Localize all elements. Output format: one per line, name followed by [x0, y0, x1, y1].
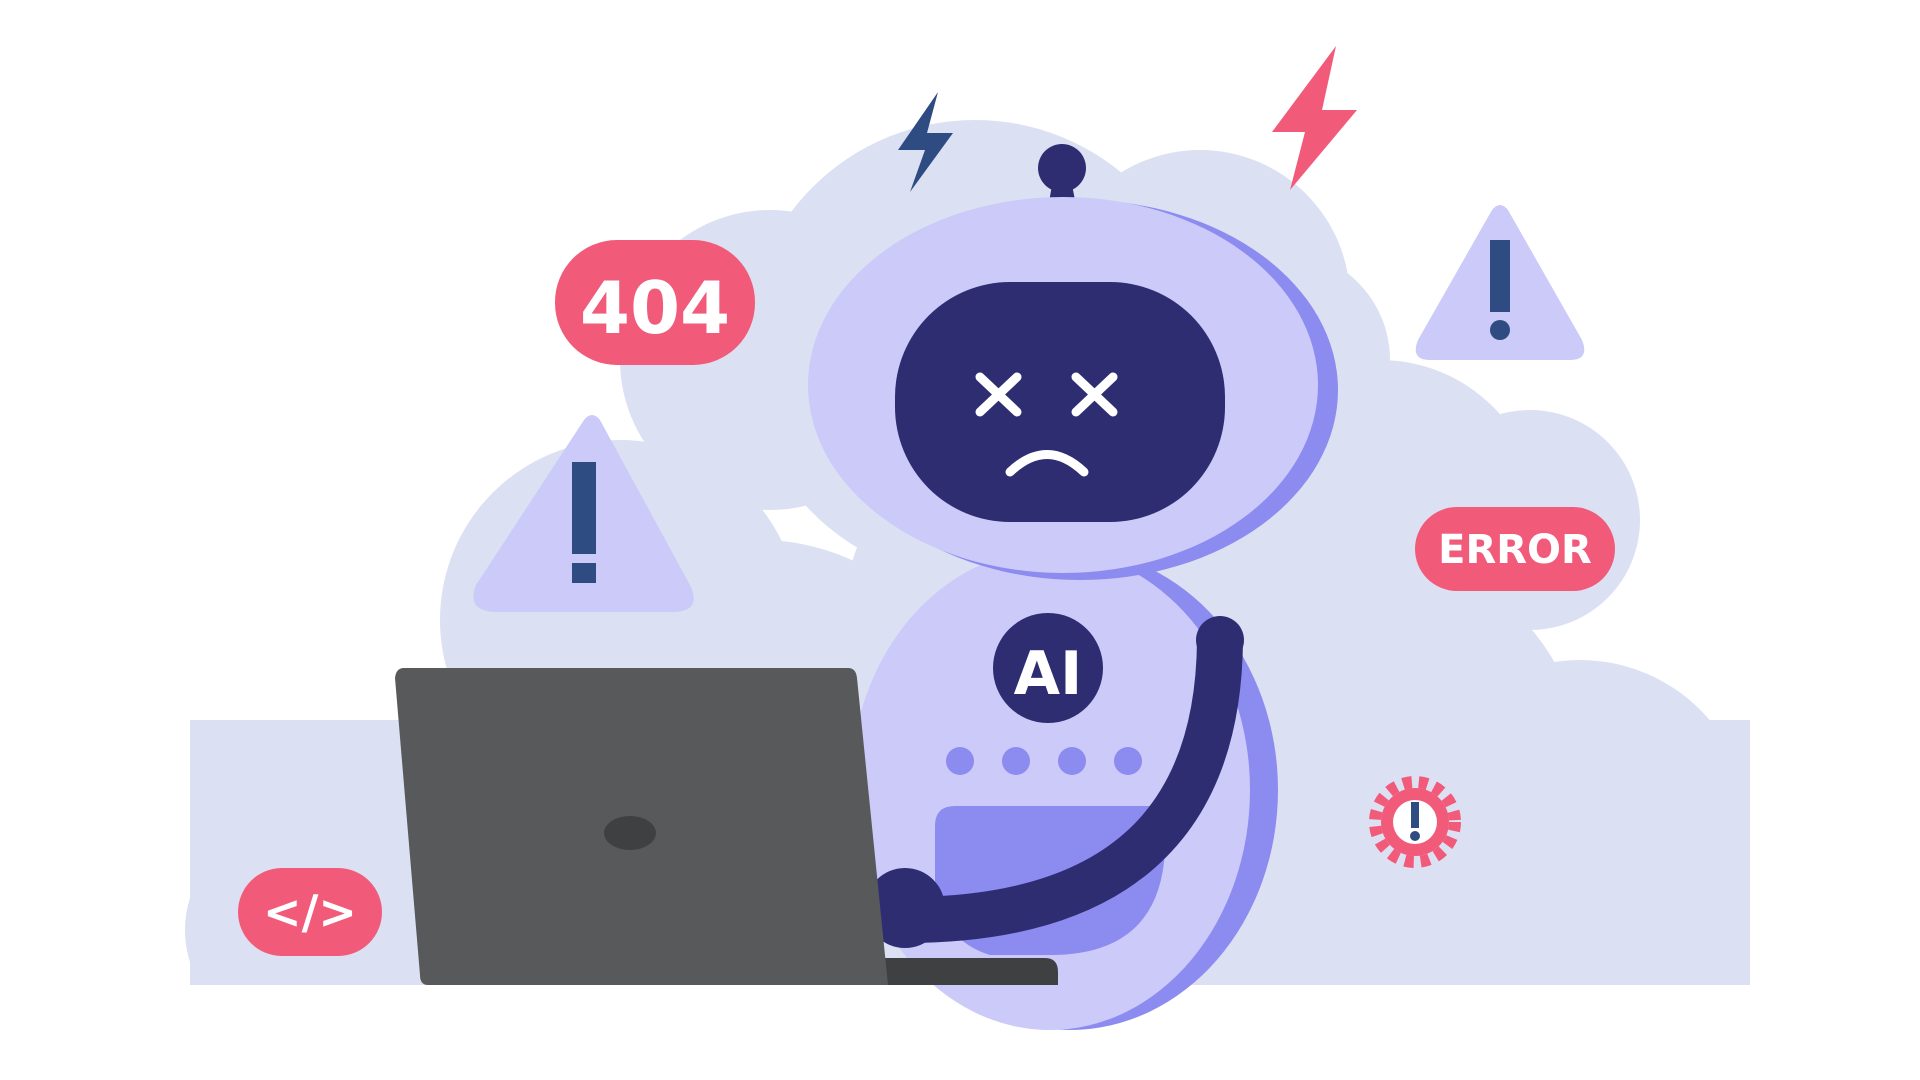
- lightning-bolt-icon: [898, 92, 953, 192]
- robot: AI: [808, 144, 1338, 1030]
- robot-hand: [865, 868, 945, 948]
- chest-badge: [993, 613, 1103, 723]
- chest-label: AI: [1014, 639, 1083, 709]
- laptop-logo: [604, 816, 656, 850]
- code-tag-icon: </>: [238, 868, 382, 956]
- robot-shoulder: [1196, 616, 1244, 664]
- code-symbol: </>: [263, 885, 357, 939]
- not-found-badge: 404: [555, 240, 755, 365]
- warning-triangle-icon: [1415, 205, 1585, 360]
- robot-arm: [882, 617, 1243, 943]
- not-found-code: 404: [580, 266, 730, 350]
- antenna-ball: [1038, 144, 1086, 192]
- warning-triangle-icon: [473, 415, 694, 612]
- error-badge: ERROR: [1415, 507, 1615, 591]
- sad-mouth: [1005, 450, 1089, 477]
- indicator-dots: [946, 747, 1142, 775]
- laptop: [395, 668, 1058, 985]
- gear-warning-icon: [1369, 776, 1461, 868]
- x-eyes: [975, 372, 1118, 417]
- error-label: ERROR: [1438, 527, 1592, 573]
- laptop-base: [880, 958, 1058, 985]
- robot-face-screen: [895, 282, 1225, 522]
- lightning-bolt-icon: [1272, 46, 1357, 190]
